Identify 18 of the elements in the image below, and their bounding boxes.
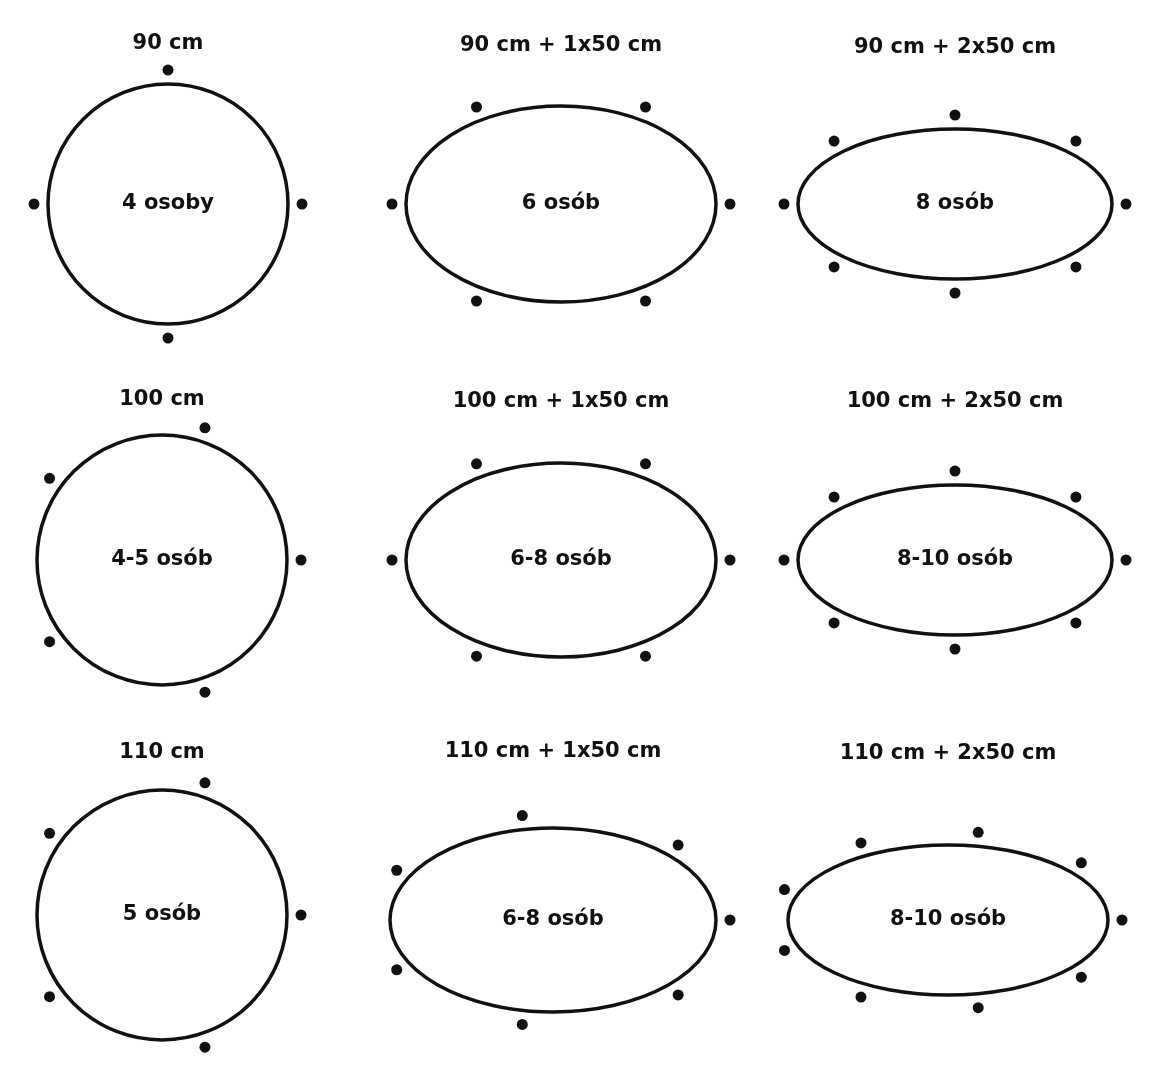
- table-size-label: 100 cm + 2x50 cm: [846, 388, 1064, 412]
- seat-count-label: 8-10 osób: [889, 906, 1007, 930]
- table-size-label: 90 cm + 1x50 cm: [459, 32, 663, 56]
- table-size-label: 90 cm: [132, 30, 204, 54]
- table-size-label: 110 cm + 1x50 cm: [444, 738, 662, 762]
- table-size-label: 90 cm + 2x50 cm: [853, 34, 1057, 58]
- seat-count-label: 5 osób: [122, 901, 202, 925]
- seat-count-label: 6-8 osób: [502, 906, 604, 930]
- seat-count-label: 4-5 osób: [111, 546, 213, 570]
- table-size-label: 110 cm: [119, 739, 205, 763]
- table-size-label: 110 cm + 2x50 cm: [839, 740, 1057, 764]
- table-size-label: 100 cm + 1x50 cm: [452, 388, 670, 412]
- table-size-label: 100 cm: [119, 386, 205, 410]
- seat-count-label: 6 osób: [521, 190, 601, 214]
- seat-count-label: 8 osób: [915, 190, 995, 214]
- seat-count-label: 6-8 osób: [510, 546, 612, 570]
- seat-count-label: 4 osoby: [122, 190, 214, 214]
- seat-count-label: 8-10 osób: [896, 546, 1014, 570]
